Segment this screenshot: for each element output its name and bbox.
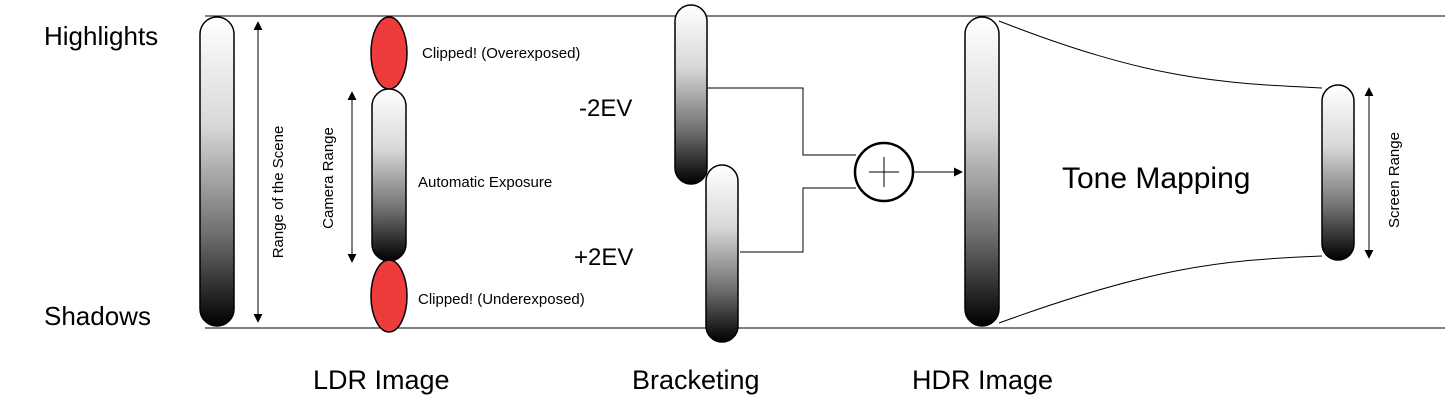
camera-range-label: Camera Range <box>320 127 337 229</box>
connector-plus <box>740 187 856 253</box>
highlights-label: Highlights <box>44 21 158 51</box>
auto-exposure-label: Automatic Exposure <box>418 174 552 191</box>
tone-mapping-label: Tone Mapping <box>1062 162 1250 195</box>
bracket-minus-bar <box>674 4 708 185</box>
screen-range-label: Screen Range <box>1386 132 1403 228</box>
tone-curve-bottom <box>998 255 1323 324</box>
bracket-plus-bar <box>705 164 739 343</box>
clipped-under-label: Clipped! (Underexposed) <box>418 291 585 308</box>
camera-range-bar <box>371 88 407 262</box>
screen-range-bar <box>1321 84 1355 261</box>
range-scene-label: Range of the Scene <box>270 126 287 259</box>
clipped-over-label: Clipped! (Overexposed) <box>422 45 580 62</box>
shadows-label: Shadows <box>44 301 151 331</box>
connector-minus <box>708 87 856 156</box>
bracketing-caption: Bracketing <box>632 365 760 395</box>
clipped-over-oval <box>370 16 408 90</box>
scene-range-bar <box>199 16 235 327</box>
hdr-caption: HDR Image <box>912 365 1053 395</box>
clipped-under-oval <box>370 259 408 333</box>
plus-ev-label: +2EV <box>574 244 633 271</box>
minus-ev-label: -2EV <box>579 95 632 122</box>
ldr-caption: LDR Image <box>313 365 450 395</box>
hdr-bar <box>964 16 1000 327</box>
tone-curve-top <box>998 20 1323 89</box>
